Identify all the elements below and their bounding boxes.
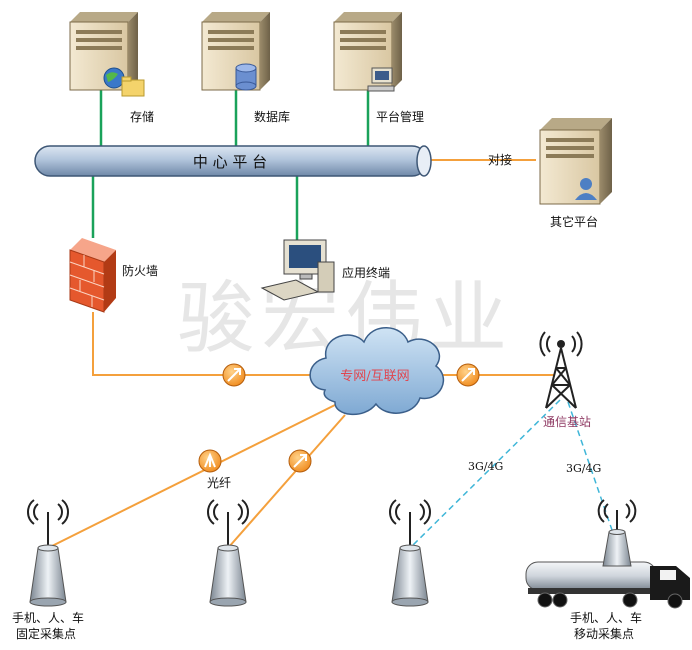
network-cloud[interactable] xyxy=(309,327,445,416)
antenna-icon[interactable] xyxy=(389,499,431,607)
mobile-point-label-line1: 手机、人、车 xyxy=(570,610,642,625)
fiber-label: 光纤 xyxy=(207,476,231,490)
folder-icon xyxy=(121,76,145,97)
base-station-label: 通信基站 xyxy=(543,415,591,429)
center-platform-bus[interactable] xyxy=(34,145,432,177)
tanker-truck-icon[interactable] xyxy=(525,561,690,609)
center-platform-label: 中 心 平 台 xyxy=(193,153,267,171)
repeater-icon xyxy=(288,449,312,473)
app-terminal-icon[interactable] xyxy=(260,239,335,301)
fixed-point-label-line1: 手机、人、车 xyxy=(12,610,84,625)
database-icon xyxy=(235,63,257,91)
green-links xyxy=(91,90,370,240)
mobile-point-label-line2: 移动采集点 xyxy=(574,626,634,641)
other-platform-server[interactable] xyxy=(539,118,612,205)
app-terminal-label: 应用终端 xyxy=(342,265,390,280)
connect-label: 对接 xyxy=(488,152,512,167)
base-station-tower-icon[interactable] xyxy=(539,331,583,409)
globe-icon xyxy=(103,67,125,89)
storage-server[interactable] xyxy=(69,12,145,97)
repeater-icon xyxy=(198,449,222,473)
user-icon xyxy=(575,178,597,200)
database-server[interactable] xyxy=(201,12,270,91)
fixed-point-label-line2: 固定采集点 xyxy=(16,626,76,641)
other-platform-label: 其它平台 xyxy=(550,214,598,229)
database-label: 数据库 xyxy=(254,109,290,124)
network-label: 专网/互联网 xyxy=(340,369,409,384)
antenna-icon[interactable] xyxy=(27,499,69,607)
antenna-icon[interactable] xyxy=(597,499,637,567)
platform-mgmt-server[interactable] xyxy=(333,12,402,92)
firewall-icon[interactable] xyxy=(69,238,116,313)
platform-mgmt-label: 平台管理 xyxy=(376,109,424,124)
antenna-icon[interactable] xyxy=(207,499,249,607)
repeater-icon xyxy=(456,363,480,387)
firewall-label: 防火墙 xyxy=(122,263,158,278)
g34-left-label: 3G/4G xyxy=(468,460,503,473)
orange-links xyxy=(47,159,555,549)
repeater-icon xyxy=(222,363,246,387)
monitor-icon xyxy=(367,67,395,92)
g34-right-label: 3G/4G xyxy=(566,462,601,475)
storage-label: 存储 xyxy=(130,109,154,124)
